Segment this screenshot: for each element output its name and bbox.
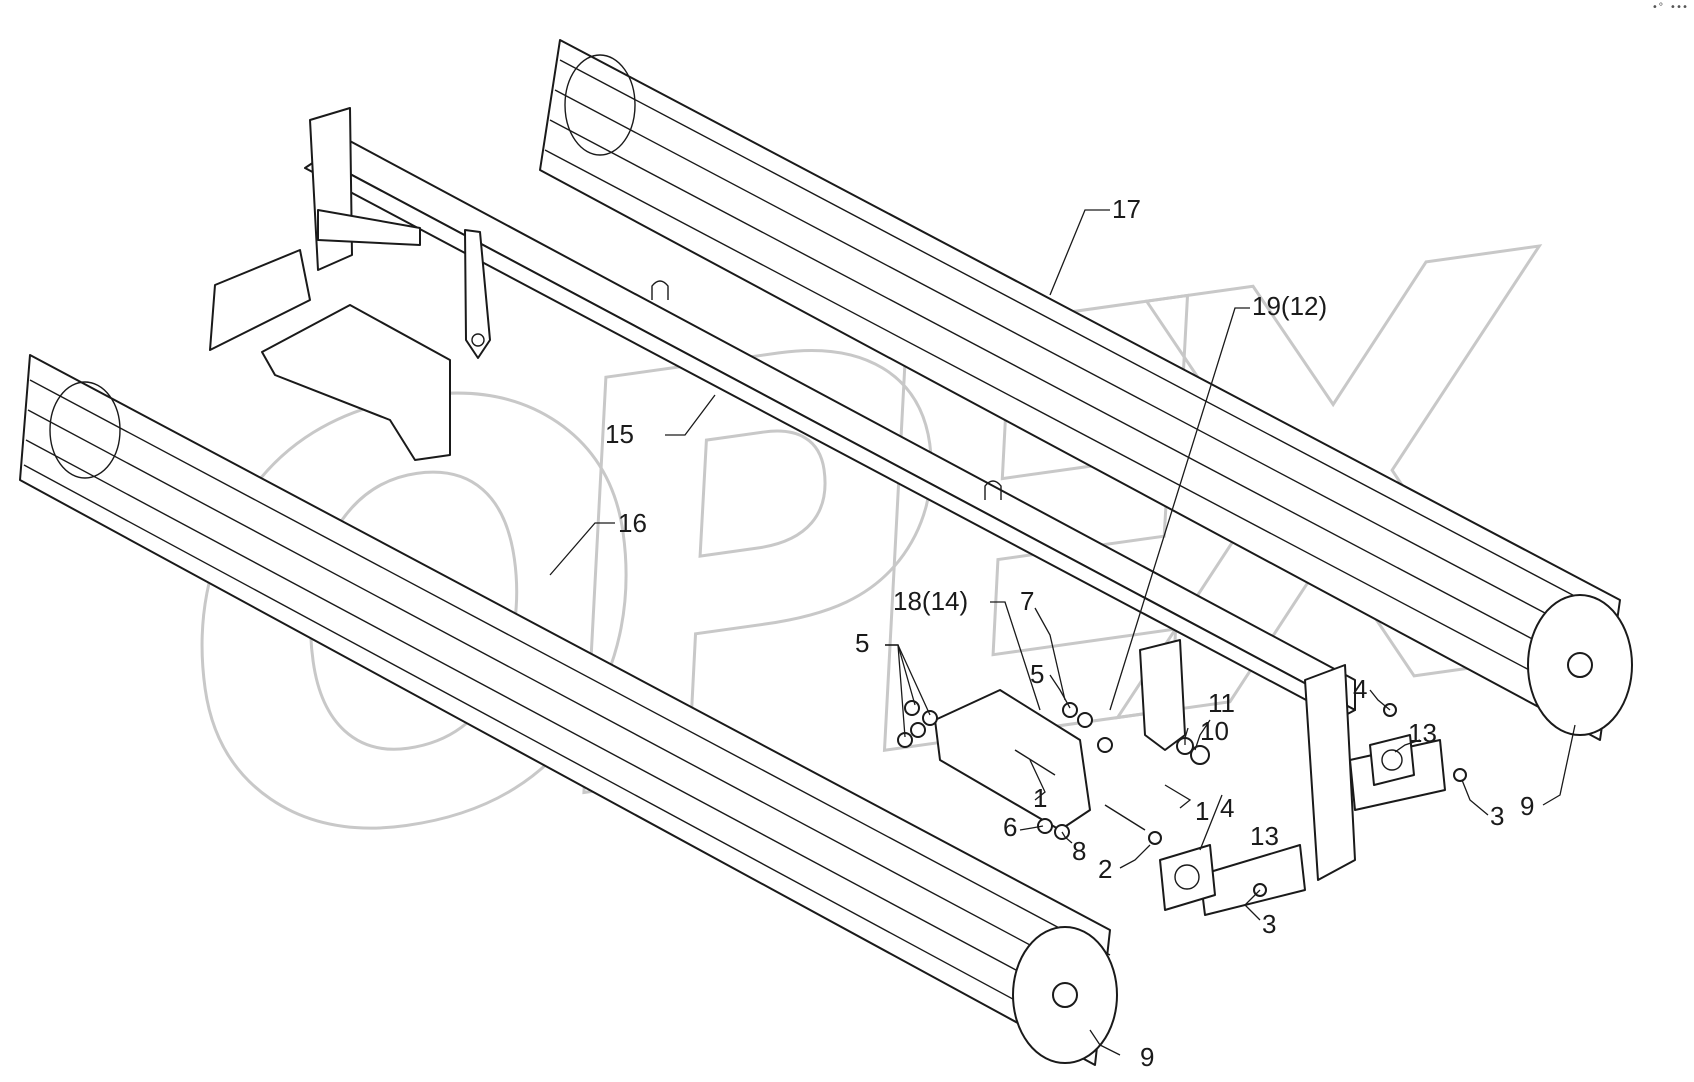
bearing-plate-lower: [1199, 844, 1306, 916]
callout-17: 17: [1112, 194, 1141, 224]
callout-19-12: 19(12): [1252, 291, 1327, 321]
nut: [1037, 818, 1053, 834]
roller-upper-shaft: [1567, 652, 1593, 678]
callout-3a: 3: [1490, 801, 1504, 831]
callout-18-14: 18(14): [893, 586, 968, 616]
roller-upper-body: [539, 39, 1621, 741]
nut: [1097, 737, 1113, 753]
corner-mark: •° •••: [1651, 2, 1688, 13]
callout-4a: 4: [1353, 674, 1367, 704]
callout-16: 16: [618, 508, 647, 538]
bolt-head: [1453, 768, 1467, 782]
hardware: [897, 700, 1467, 911]
nut: [910, 722, 926, 738]
frame-lug: [464, 229, 491, 359]
callout-3b: 3: [1262, 909, 1276, 939]
frame-cross-member: [317, 209, 421, 246]
nut: [1077, 712, 1093, 728]
roller-lower: [19, 354, 1118, 1066]
roller-upper: [539, 39, 1633, 741]
frame-hitch-bracket: [209, 249, 311, 351]
u-hook-2: [984, 480, 1002, 500]
callout-8: 8: [1072, 836, 1086, 866]
roller-lower-body: [19, 354, 1111, 1066]
nut: [904, 700, 920, 716]
callout-6: 6: [1003, 812, 1017, 842]
nut: [922, 710, 938, 726]
callout-11: 11: [1208, 688, 1235, 718]
callout-4b: 4: [1220, 793, 1234, 823]
nut: [1062, 702, 1078, 718]
callout-10: 10: [1200, 716, 1229, 746]
roller-lower-shaft: [1052, 982, 1078, 1008]
callout-15: 15: [605, 419, 634, 449]
bolt-head: [1148, 831, 1162, 845]
callout-13a: 13: [1408, 718, 1437, 748]
bolt-plate: [934, 689, 1091, 831]
callout-13b: 13: [1250, 821, 1279, 851]
u-hook-1: [651, 280, 669, 300]
callout-1a: 1: [1033, 783, 1047, 813]
bearing-flange-lower: [1159, 844, 1216, 911]
callout-5a: 5: [855, 628, 869, 658]
leader-lines: [549, 209, 1576, 1056]
frame-end-upright: [1304, 664, 1356, 881]
frame-assembly: [209, 107, 1446, 916]
callout-7: 7: [1020, 586, 1034, 616]
callout-9a: 9: [1520, 791, 1534, 821]
callout-2: 2: [1098, 854, 1112, 884]
small-bracket: [1139, 639, 1186, 751]
callout-9b: 9: [1140, 1042, 1154, 1072]
bearing-flange-upper: [1369, 734, 1415, 786]
bushing: [1190, 745, 1210, 765]
callout-1b: 1: [1195, 796, 1209, 826]
callout-5b: 5: [1030, 659, 1044, 689]
arm-bracket-left: [261, 304, 451, 461]
callout-labels: 17 19(12) 15 16 18(14) 7 5 5 11 10 4 13 …: [605, 194, 1534, 1072]
frame-end-plate-left: [309, 107, 353, 271]
